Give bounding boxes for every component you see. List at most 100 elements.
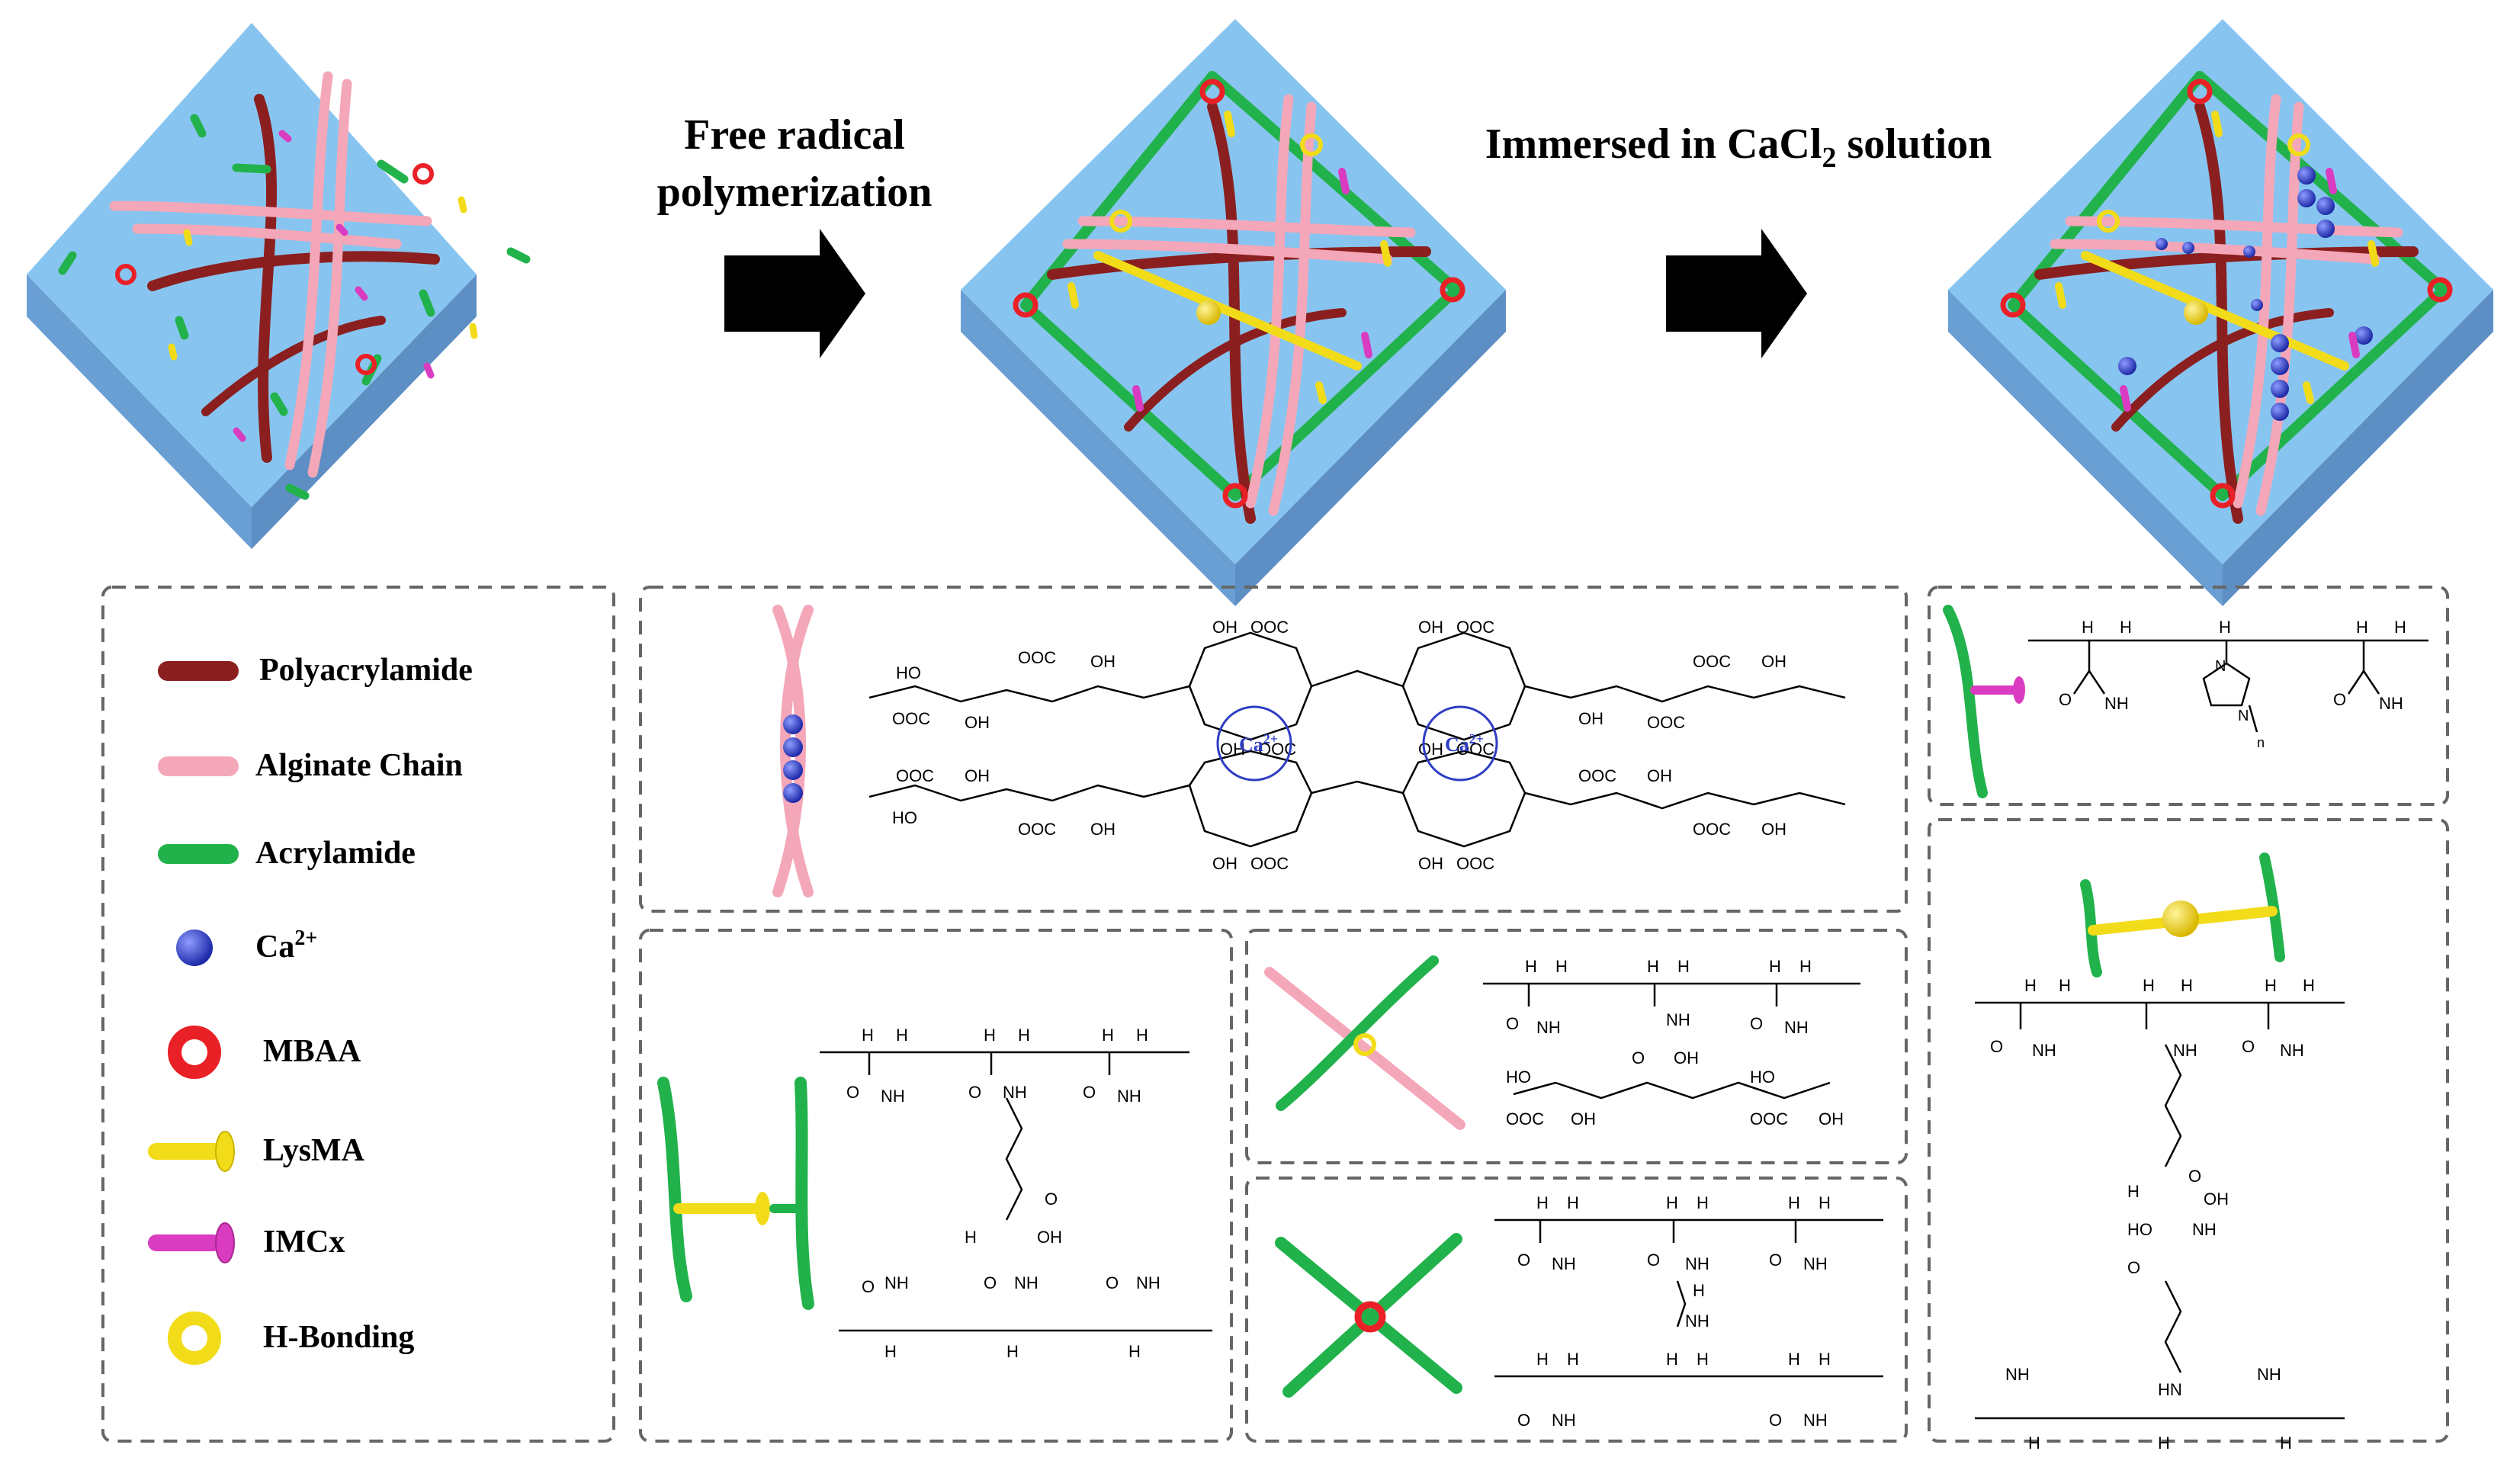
substrate-polymerized xyxy=(961,19,1506,606)
svg-text:O: O xyxy=(1990,1037,2003,1056)
svg-text:NH: NH xyxy=(2257,1365,2281,1384)
svg-text:NH: NH xyxy=(1803,1411,1828,1430)
svg-text:NH: NH xyxy=(1552,1254,1576,1273)
svg-text:H: H xyxy=(2158,1433,2170,1453)
alginate-structure xyxy=(868,631,1846,848)
svg-text:O: O xyxy=(2127,1258,2140,1277)
svg-text:NH: NH xyxy=(1014,1273,1038,1292)
svg-text:NH: NH xyxy=(2032,1041,2056,1060)
arrow-1 xyxy=(724,229,865,358)
svg-text:OH: OH xyxy=(1647,766,1672,785)
svg-text:H: H xyxy=(884,1342,897,1361)
svg-text:OH: OH xyxy=(1090,652,1116,671)
legend-label-polyacrylamide: Polyacrylamide xyxy=(259,653,473,688)
svg-text:H: H xyxy=(2082,618,2094,637)
svg-text:NH: NH xyxy=(1685,1254,1709,1273)
svg-text:O: O xyxy=(1750,1014,1763,1033)
svg-text:H: H xyxy=(1769,957,1781,976)
svg-text:H: H xyxy=(896,1026,908,1045)
step1-title-line1: Free radical xyxy=(684,111,905,159)
svg-text:H: H xyxy=(1647,957,1659,976)
ca-ion-1: Ca2+ xyxy=(1216,705,1292,782)
svg-text:H: H xyxy=(1567,1350,1579,1369)
svg-text:H: H xyxy=(1666,1350,1678,1369)
legend-ca-icon xyxy=(176,929,213,966)
legend-label-lysma: LysMA xyxy=(263,1133,365,1168)
svg-text:OH: OH xyxy=(1220,740,1245,759)
svg-text:OH: OH xyxy=(2204,1189,2229,1209)
svg-text:O: O xyxy=(2333,690,2346,709)
svg-text:H: H xyxy=(1555,957,1568,976)
panel-mbaa xyxy=(1245,1177,1908,1443)
svg-text:OOC: OOC xyxy=(1456,740,1494,759)
svg-text:H: H xyxy=(1799,957,1812,976)
svg-text:OH: OH xyxy=(1418,740,1443,759)
svg-text:OH: OH xyxy=(1212,854,1238,873)
svg-text:OH: OH xyxy=(1418,618,1443,637)
svg-text:H: H xyxy=(2059,976,2071,995)
svg-text:OOC: OOC xyxy=(896,766,934,785)
legend-lysma-icon xyxy=(148,1131,235,1172)
svg-text:H: H xyxy=(2143,976,2155,995)
svg-text:O: O xyxy=(968,1083,981,1102)
svg-text:H: H xyxy=(1567,1193,1579,1212)
svg-text:H: H xyxy=(1693,1281,1705,1300)
panel-lysma-hbond xyxy=(639,929,1233,1443)
svg-text:HN: HN xyxy=(2158,1380,2182,1399)
svg-text:OOC: OOC xyxy=(892,709,930,728)
alginate-labels: HO OOC OH OOC OH OH OOC OH OOC OH OOC OH… xyxy=(892,618,1786,873)
svg-text:OOC: OOC xyxy=(1250,618,1289,637)
imcx-graft-icon xyxy=(1943,605,2025,798)
legend-label-mbaa: MBAA xyxy=(263,1034,361,1069)
legend-label-imcx: IMCx xyxy=(263,1225,345,1260)
svg-text:O: O xyxy=(1769,1250,1782,1270)
svg-text:O: O xyxy=(1506,1014,1519,1033)
svg-text:HO: HO xyxy=(1750,1067,1775,1087)
svg-text:H: H xyxy=(1819,1350,1831,1369)
svg-text:HO: HO xyxy=(2127,1220,2152,1239)
svg-text:H: H xyxy=(2219,618,2231,637)
svg-text:HO: HO xyxy=(896,663,921,682)
svg-text:H: H xyxy=(1819,1193,1831,1212)
legend-label-ca: Ca2+ xyxy=(255,926,317,965)
substrate-initial xyxy=(27,23,531,549)
legend-hbond-icon xyxy=(168,1311,221,1365)
svg-text:H: H xyxy=(1018,1026,1030,1045)
egg-box-icon xyxy=(772,605,814,897)
svg-text:H: H xyxy=(1536,1193,1549,1212)
svg-text:O: O xyxy=(1045,1189,1058,1209)
svg-text:n: n xyxy=(2257,735,2265,750)
svg-text:NH: NH xyxy=(1003,1083,1027,1102)
svg-text:O: O xyxy=(1517,1250,1530,1270)
svg-text:O: O xyxy=(846,1083,859,1102)
svg-text:H: H xyxy=(984,1026,996,1045)
panel-lysma-dimer xyxy=(1928,818,2449,1443)
legend-imcx-icon xyxy=(148,1222,235,1263)
svg-text:NH: NH xyxy=(1552,1411,1576,1430)
panel-imcx xyxy=(1928,586,2449,806)
svg-text:NH: NH xyxy=(884,1273,909,1292)
svg-text:OOC: OOC xyxy=(1578,766,1616,785)
svg-text:H: H xyxy=(1666,1193,1678,1212)
svg-text:OOC: OOC xyxy=(1456,854,1494,873)
svg-text:O: O xyxy=(1632,1048,1645,1067)
svg-text:O: O xyxy=(2188,1167,2201,1186)
lysma-hbond-structure: H H H H H H O NH O NH O NH O H OH O NH O… xyxy=(820,1026,1212,1361)
svg-text:N: N xyxy=(2238,708,2249,724)
svg-text:O: O xyxy=(984,1273,997,1292)
svg-text:H: H xyxy=(965,1228,977,1247)
substrate-ca-crosslinked xyxy=(1948,19,2493,606)
svg-text:Ca2+: Ca2+ xyxy=(1239,731,1278,756)
svg-text:HO: HO xyxy=(892,808,917,827)
svg-text:NH: NH xyxy=(1536,1018,1561,1037)
legend-items: Polyacrylamide Alginate Chain Acrylamide… xyxy=(148,653,473,1365)
svg-text:O: O xyxy=(1647,1250,1660,1270)
legend-label-acrylamide: Acrylamide xyxy=(255,836,416,871)
svg-text:H: H xyxy=(2394,618,2406,637)
svg-text:OOC: OOC xyxy=(1647,713,1685,732)
svg-text:H: H xyxy=(1697,1193,1709,1212)
svg-text:OOC: OOC xyxy=(1018,648,1056,667)
svg-text:OOC: OOC xyxy=(1250,854,1289,873)
svg-text:O: O xyxy=(2059,690,2072,709)
